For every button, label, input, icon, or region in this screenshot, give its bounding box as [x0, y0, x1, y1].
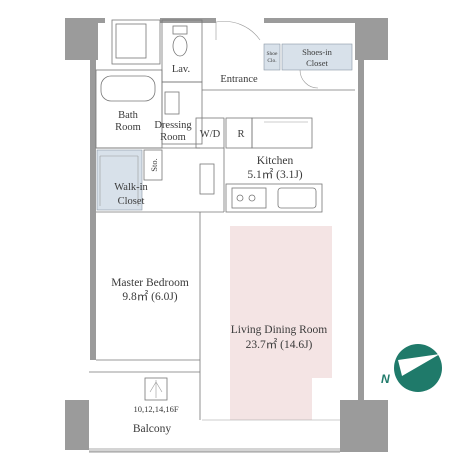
dressing-label-2: Room	[160, 132, 186, 143]
wall-segment	[160, 18, 216, 23]
master-bedroom-label: Master Bedroom	[111, 277, 189, 289]
column-top-right	[355, 18, 388, 60]
outline	[164, 91, 180, 115]
dressing-room	[161, 81, 203, 145]
toilet-bowl	[172, 35, 188, 57]
line	[155, 381, 163, 393]
shoes-in-label-1: Shoes-in	[302, 47, 333, 57]
circle	[236, 194, 244, 202]
wd-box	[195, 117, 225, 149]
living-dining-area: 23.7㎡ (14.6J)	[246, 338, 313, 351]
wall-right	[358, 60, 364, 400]
entrance-label: Entrance	[220, 74, 258, 85]
column-bottom-left	[65, 400, 89, 450]
wd-label: W/D	[200, 129, 221, 140]
balcony-label: Balcony	[133, 423, 172, 435]
line	[149, 381, 157, 393]
balcony-rail	[89, 448, 340, 452]
compass-north-label: N	[381, 372, 390, 386]
kitchen-counter	[225, 183, 323, 213]
wall-segment	[98, 18, 105, 23]
wall-segment	[264, 18, 355, 23]
kitchen-area: 5.1㎡ (3.1J)	[247, 168, 302, 181]
outline	[277, 187, 317, 209]
storage-label: Sto.	[149, 158, 159, 171]
balcony-hatch	[144, 377, 168, 401]
wall-left	[90, 60, 96, 360]
master-bedroom-area: 9.8㎡ (6.0J)	[122, 290, 177, 303]
outline	[111, 19, 161, 65]
bath-label-2: Room	[115, 122, 141, 133]
bath-room	[95, 69, 163, 149]
kitchen-label: Kitchen	[257, 155, 294, 167]
outline	[251, 117, 313, 149]
shoes-in-closet	[281, 43, 353, 71]
shape	[215, 21, 261, 41]
shoe-closet-small	[263, 43, 281, 71]
walkin-label-2: Closet	[118, 196, 145, 207]
circle	[248, 194, 256, 202]
shoes-in-label-2: Closet	[306, 58, 328, 68]
living-dining-label: Living Dining Room	[231, 324, 328, 336]
outline	[231, 187, 267, 209]
bath-label-1: Bath	[118, 110, 139, 121]
balcony-floors-label: 10,12,14,16F	[133, 404, 178, 414]
shape	[299, 69, 319, 89]
shoe-closet-label-2: Clo.	[267, 58, 277, 64]
dressing-label-1: Dressing	[154, 120, 192, 131]
column-bottom-right	[340, 400, 388, 452]
walkin-label-1: Walk-in	[114, 182, 148, 193]
storage-box	[143, 149, 163, 181]
lav-label: Lav.	[172, 64, 190, 75]
outline	[115, 23, 147, 59]
outline	[199, 163, 215, 195]
toilet-tank	[172, 25, 188, 35]
living-dining-highlight	[230, 226, 332, 420]
refrigerator-label: R	[237, 129, 244, 140]
bathtub	[100, 75, 156, 102]
north-compass-icon	[394, 344, 442, 392]
column-top-left	[65, 18, 98, 60]
shoe-closet-label-1: Shoe	[267, 51, 279, 57]
walkin-closet	[96, 149, 143, 211]
